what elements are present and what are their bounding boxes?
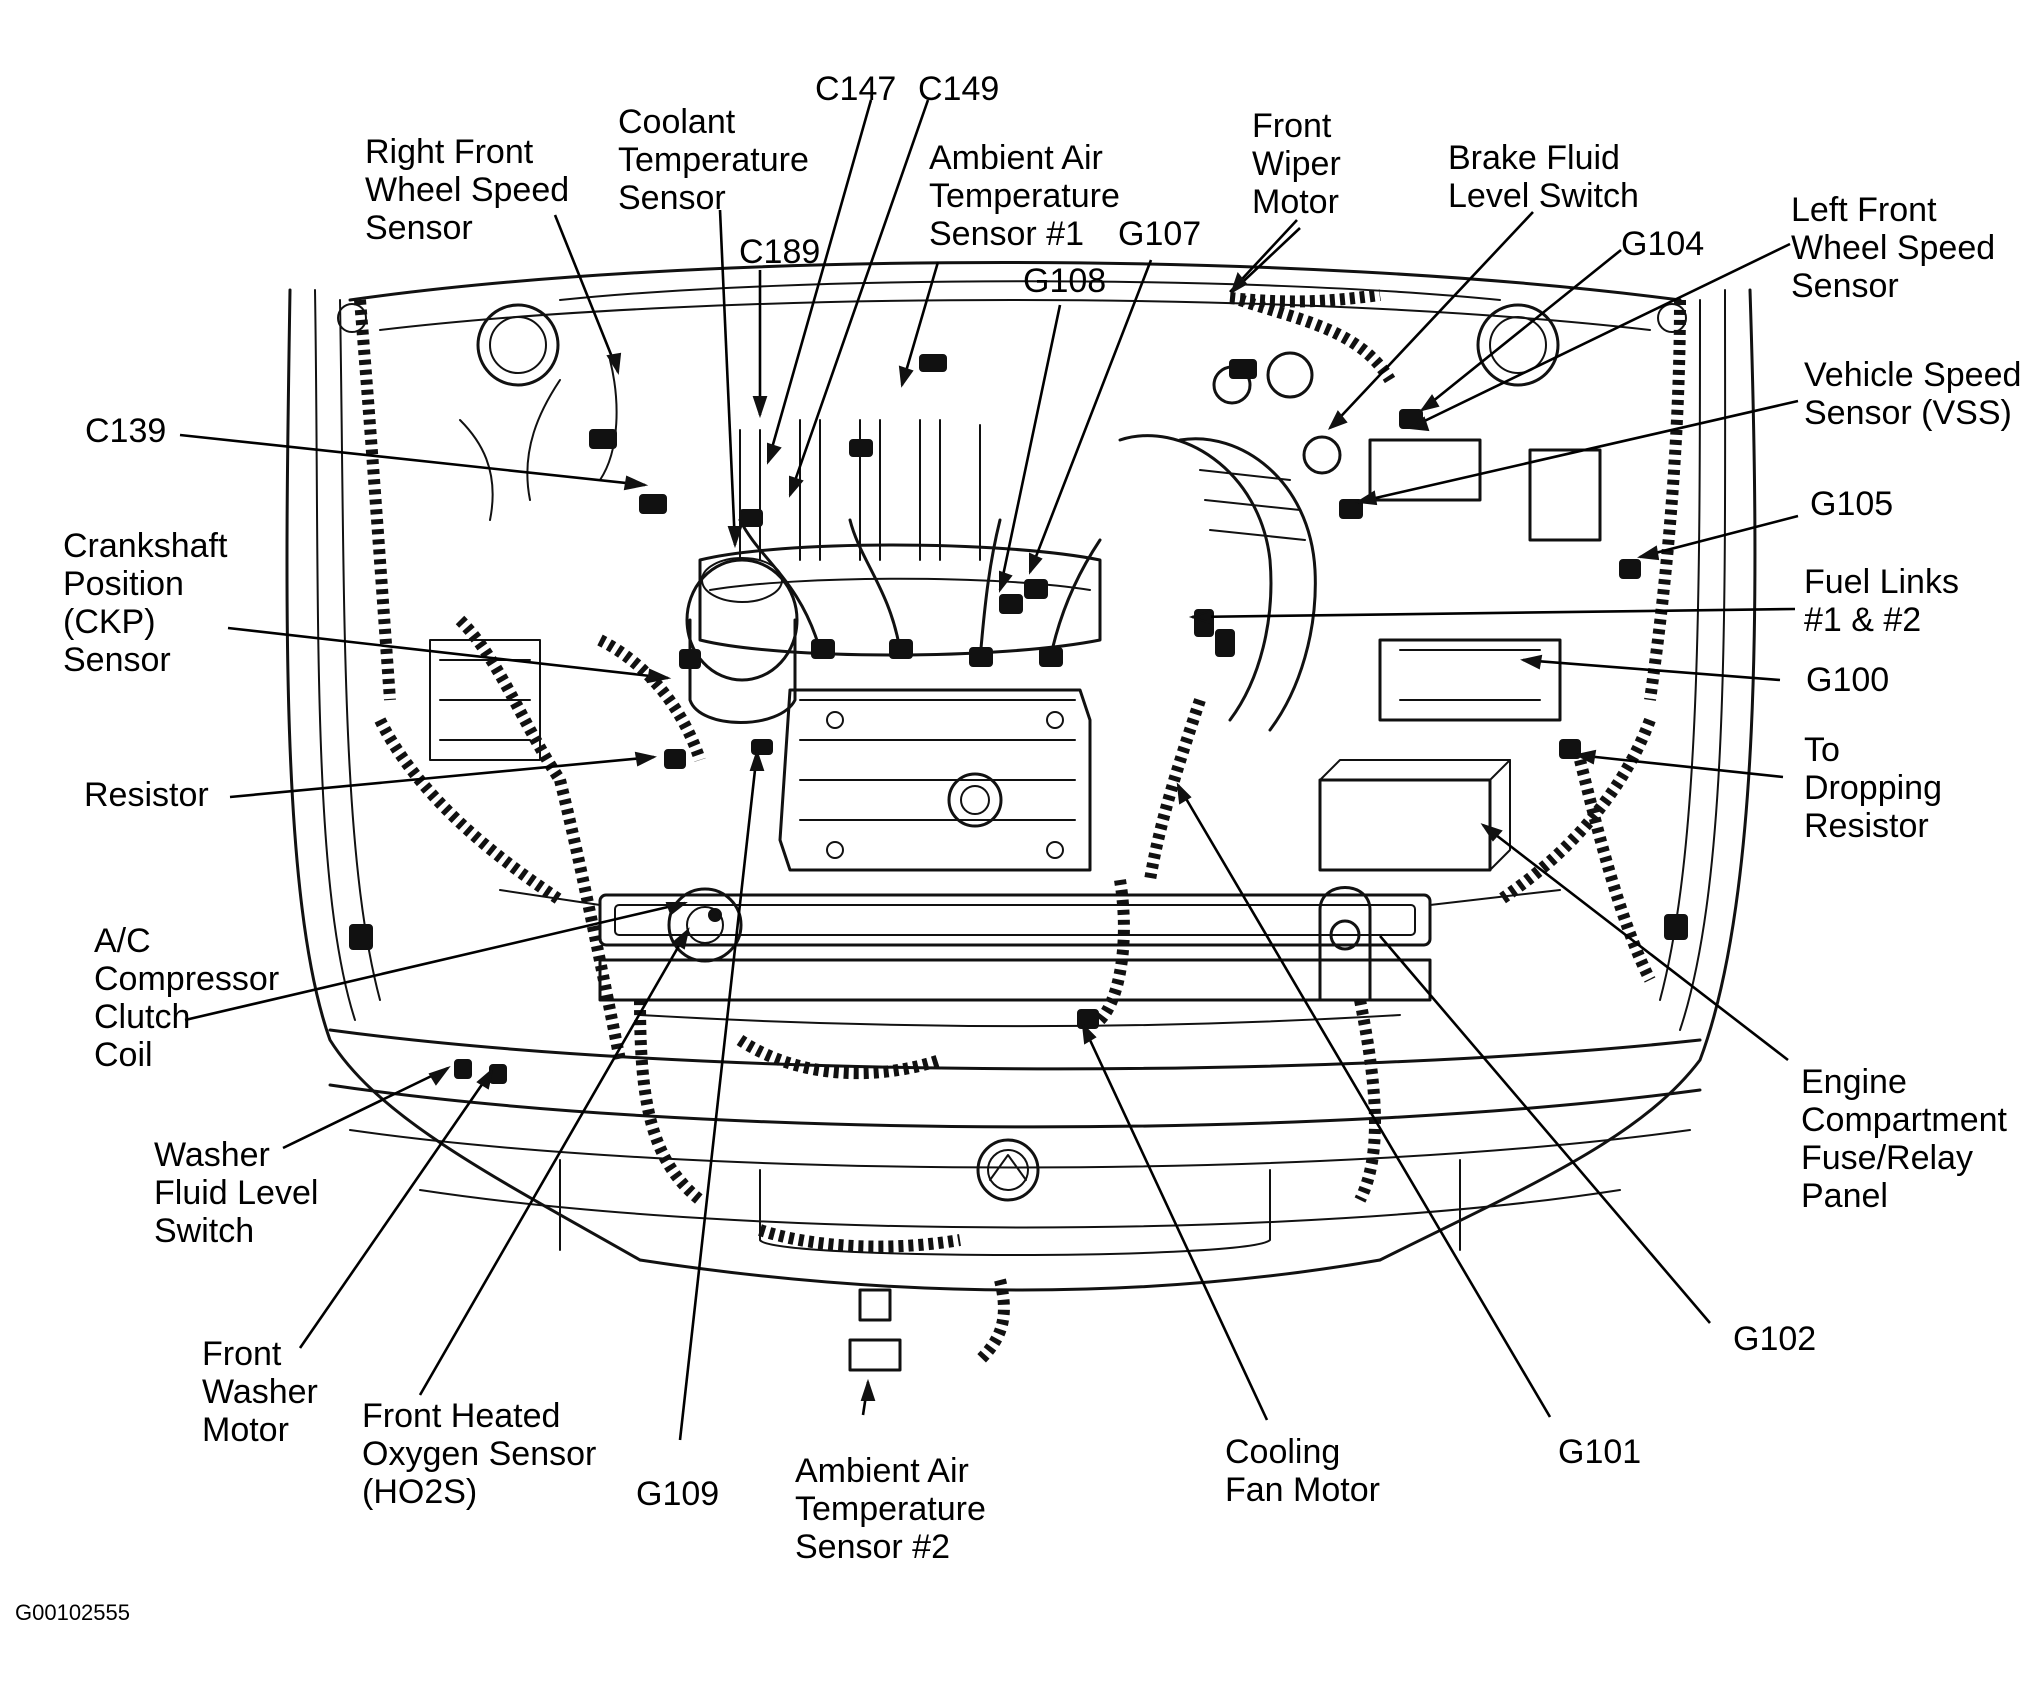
label-resistor: Resistor [84, 776, 209, 814]
label-line: Engine [1801, 1063, 1907, 1101]
label-line: Clutch [94, 998, 191, 1036]
label-line: Cooling [1225, 1433, 1341, 1471]
leader-lines [179, 99, 1799, 1441]
label-c189: C189 [739, 233, 820, 271]
label-line: Panel [1801, 1177, 1888, 1215]
label-line: Washer [202, 1373, 318, 1411]
label-line: Ambient Air [795, 1452, 969, 1490]
label-line: C149 [918, 70, 1000, 108]
label-line: Compressor [94, 960, 280, 998]
label-line: Sensor #2 [795, 1528, 950, 1566]
diagram-code: G00102555 [15, 1600, 130, 1625]
label-front-heated-oxygen-sensor: Front Heated Oxygen Sensor (HO2S) [362, 1397, 596, 1511]
label-line: Position [63, 565, 184, 603]
label-line: C147 [815, 70, 897, 108]
label-line: Fluid Level [154, 1174, 319, 1212]
label-line: Vehicle Speed [1804, 356, 2022, 394]
label-line: Sensor [365, 209, 473, 247]
label-ambient-air-temperature-sensor-2: Ambient Air Temperature Sensor #2 [795, 1452, 986, 1566]
label-ac-compressor-clutch-coil: A/C Compressor Clutch Coil [94, 922, 279, 1074]
label-line: Front Heated [362, 1397, 561, 1435]
label-line: Temperature [618, 141, 809, 179]
label-line: Temperature [795, 1490, 986, 1528]
label-line: G101 [1558, 1433, 1642, 1471]
label-c149: C149 [918, 70, 999, 108]
label-g107: G107 [1118, 215, 1201, 253]
label-right-front-wheel-speed-sensor: Right Front Wheel Speed Sensor [365, 133, 569, 247]
label-front-wiper-motor: Front Wiper Motor [1252, 107, 1341, 221]
label-line: Front [1252, 107, 1332, 145]
label-washer-fluid-level-switch: Washer Fluid Level Switch [154, 1136, 318, 1250]
label-line: Oxygen Sensor [362, 1435, 597, 1473]
label-line: Motor [1252, 183, 1339, 221]
label-line: Sensor #1 [929, 215, 1084, 253]
label-line: Sensor [1791, 267, 1899, 305]
label-line: Sensor [618, 179, 726, 217]
label-g101: G101 [1558, 1433, 1641, 1471]
label-line: Sensor (VSS) [1804, 394, 2012, 432]
label-line: Level Switch [1448, 177, 1639, 215]
label-line: Front [202, 1335, 282, 1373]
label-brake-fluid-level-switch: Brake Fluid Level Switch [1448, 139, 1639, 215]
label-line: Left Front [1791, 191, 1937, 229]
label-crankshaft-position-sensor: Crankshaft Position (CKP) Sensor [63, 527, 227, 679]
label-c147: C147 [815, 70, 896, 108]
label-line: A/C [94, 922, 151, 960]
label-ambient-air-temperature-sensor-1: Ambient Air Temperature Sensor #1 [929, 139, 1120, 253]
label-g105: G105 [1810, 485, 1893, 523]
label-line: Fuel Links [1804, 563, 1959, 601]
label-line: Compartment [1801, 1101, 2007, 1139]
label-engine-compartment-fuse-relay-panel: Engine Compartment Fuse/Relay Panel [1801, 1063, 2007, 1215]
label-g100: G100 [1806, 661, 1889, 699]
label-line: Wheel Speed [1791, 229, 1996, 267]
label-coolant-temperature-sensor: Coolant Temperature Sensor [618, 103, 809, 217]
label-line: Right Front [365, 133, 534, 171]
label-line: Brake Fluid [1448, 139, 1620, 177]
label-line: Wiper [1252, 145, 1341, 183]
label-line: Coolant [618, 103, 736, 141]
label-line: Motor [202, 1411, 289, 1449]
label-line: C189 [739, 233, 821, 271]
label-line: C139 [85, 412, 167, 450]
label-line: Resistor [1804, 807, 1929, 845]
label-line: Temperature [929, 177, 1120, 215]
label-line: Dropping [1804, 769, 1942, 807]
label-line: #1 & #2 [1804, 601, 1922, 639]
label-line: Ambient Air [929, 139, 1103, 177]
label-line: Crankshaft [63, 527, 228, 565]
label-line: Washer [154, 1136, 270, 1174]
label-c139: C139 [85, 412, 166, 450]
label-line: G107 [1118, 215, 1202, 253]
label-fuel-links: Fuel Links #1 & #2 [1804, 563, 1959, 639]
label-line: G108 [1023, 262, 1107, 300]
label-g102: G102 [1733, 1320, 1816, 1358]
label-line: Fan Motor [1225, 1471, 1380, 1509]
label-line: (HO2S) [362, 1473, 478, 1511]
label-g108: G108 [1023, 262, 1106, 300]
label-line: G105 [1810, 485, 1894, 523]
label-line: (CKP) [63, 603, 156, 641]
label-line: Switch [154, 1212, 255, 1250]
label-line: Coil [94, 1036, 153, 1074]
label-line: To [1804, 731, 1840, 769]
label-front-washer-motor: Front Washer Motor [202, 1335, 318, 1449]
label-vehicle-speed-sensor: Vehicle Speed Sensor (VSS) [1804, 356, 2021, 432]
label-line: G109 [636, 1475, 720, 1513]
label-g109: G109 [636, 1475, 719, 1513]
label-line: G102 [1733, 1320, 1817, 1358]
label-line: Fuse/Relay [1801, 1139, 1973, 1177]
label-cooling-fan-motor: Cooling Fan Motor [1225, 1433, 1380, 1509]
label-left-front-wheel-speed-sensor: Left Front Wheel Speed Sensor [1791, 191, 1995, 305]
label-line: G104 [1621, 225, 1705, 263]
label-g104: G104 [1621, 225, 1704, 263]
label-line: Resistor [84, 776, 209, 814]
label-line: Wheel Speed [365, 171, 570, 209]
label-to-dropping-resistor: To Dropping Resistor [1804, 731, 1942, 845]
label-line: G100 [1806, 661, 1890, 699]
label-line: Sensor [63, 641, 171, 679]
